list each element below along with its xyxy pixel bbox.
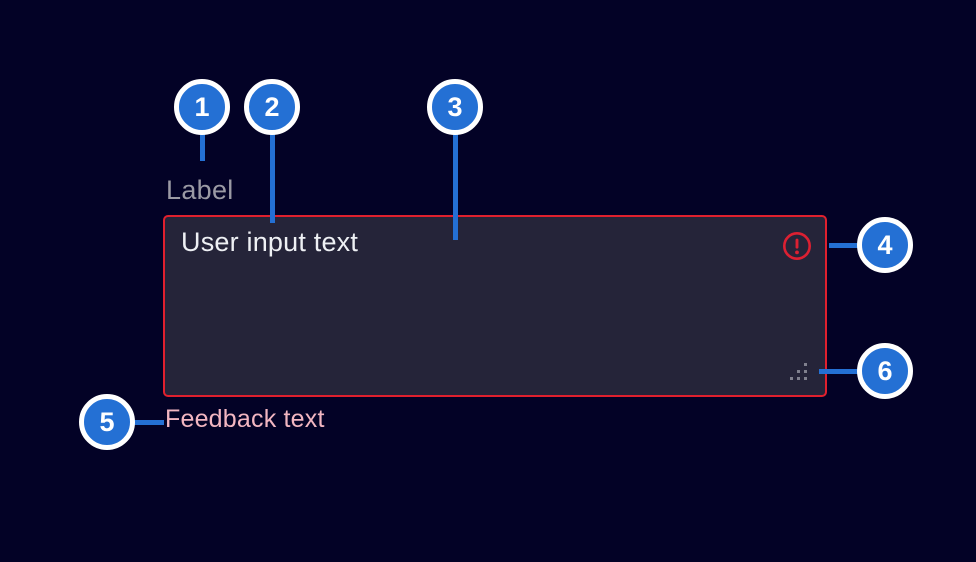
field-label: Label [166, 175, 234, 205]
callout-line-3 [453, 133, 458, 240]
grip-dot [797, 377, 800, 380]
callout-line-2 [270, 133, 275, 223]
callout-line-4 [829, 243, 858, 248]
grip-dot [804, 370, 807, 373]
grip-dot [804, 377, 807, 380]
callout-marker-2: 2 [244, 79, 300, 135]
error-alert-icon [783, 232, 811, 260]
callout-line-5 [134, 420, 164, 425]
textarea-field[interactable]: User input text [163, 215, 827, 397]
textarea-value: User input text [181, 227, 359, 257]
callout-marker-5: 5 [79, 394, 135, 450]
grip-dot [790, 377, 793, 380]
callout-marker-6: 6 [857, 343, 913, 399]
callout-marker-1: 1 [174, 79, 230, 135]
grip-dot [797, 370, 800, 373]
callout-marker-4: 4 [857, 217, 913, 273]
callout-line-6 [819, 369, 858, 374]
resize-grip-icon[interactable] [787, 361, 807, 381]
grip-dot [804, 363, 807, 366]
feedback-text: Feedback text [165, 405, 325, 433]
callout-line-1 [200, 133, 205, 161]
callout-marker-3: 3 [427, 79, 483, 135]
